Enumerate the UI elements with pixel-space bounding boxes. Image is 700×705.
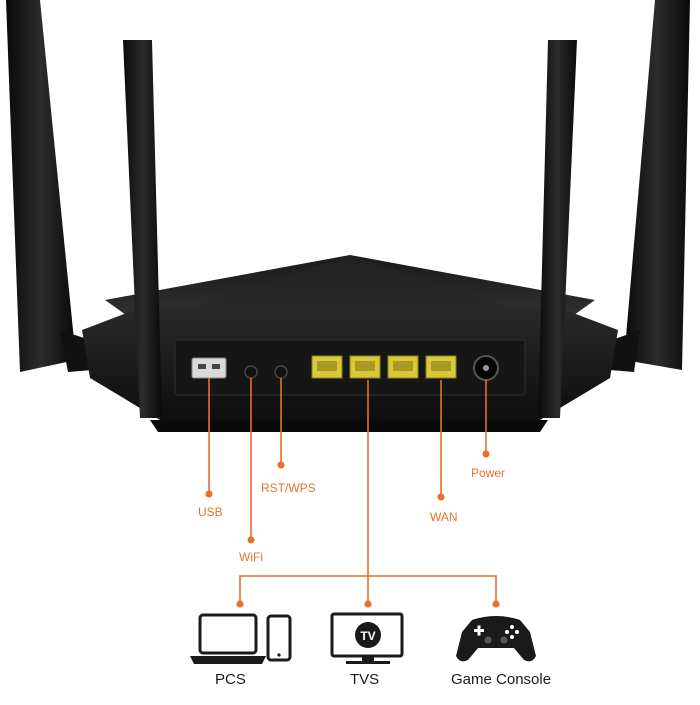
phone-icon: [266, 614, 292, 662]
tv-screen-text: TV: [360, 629, 375, 643]
usb-port: [191, 357, 227, 379]
antenna-outer-right: [610, 0, 690, 372]
game-controller-icon: [456, 616, 536, 662]
antenna-inner-left: [123, 40, 162, 418]
wifi-button: [244, 365, 258, 379]
router-top: [105, 255, 595, 325]
power-label: Power: [471, 466, 506, 480]
antenna-inner-right: [538, 40, 577, 418]
power-jack: [473, 355, 499, 381]
rst-wps-label: RST/WPS: [261, 481, 316, 495]
wan-port: [425, 355, 457, 379]
lan-ports: [311, 355, 457, 379]
lan-port: [349, 355, 381, 379]
lan-port: [311, 355, 343, 379]
callout-dots: [205, 450, 500, 608]
wan-label: WAN: [430, 510, 458, 524]
laptop-icon: [190, 613, 266, 664]
pcs-label: PCS: [215, 671, 246, 688]
game-console-label: Game Console: [451, 671, 552, 688]
antenna-outer-left: [6, 0, 92, 372]
rst-wps-button: [274, 365, 288, 379]
tv-icon: TV: [330, 612, 404, 664]
lan-port: [387, 355, 419, 379]
wifi-label: WiFi: [239, 550, 263, 564]
usb-label: USB: [198, 505, 223, 519]
callout-lines: [208, 378, 497, 604]
tvs-label: TVS: [350, 671, 380, 688]
